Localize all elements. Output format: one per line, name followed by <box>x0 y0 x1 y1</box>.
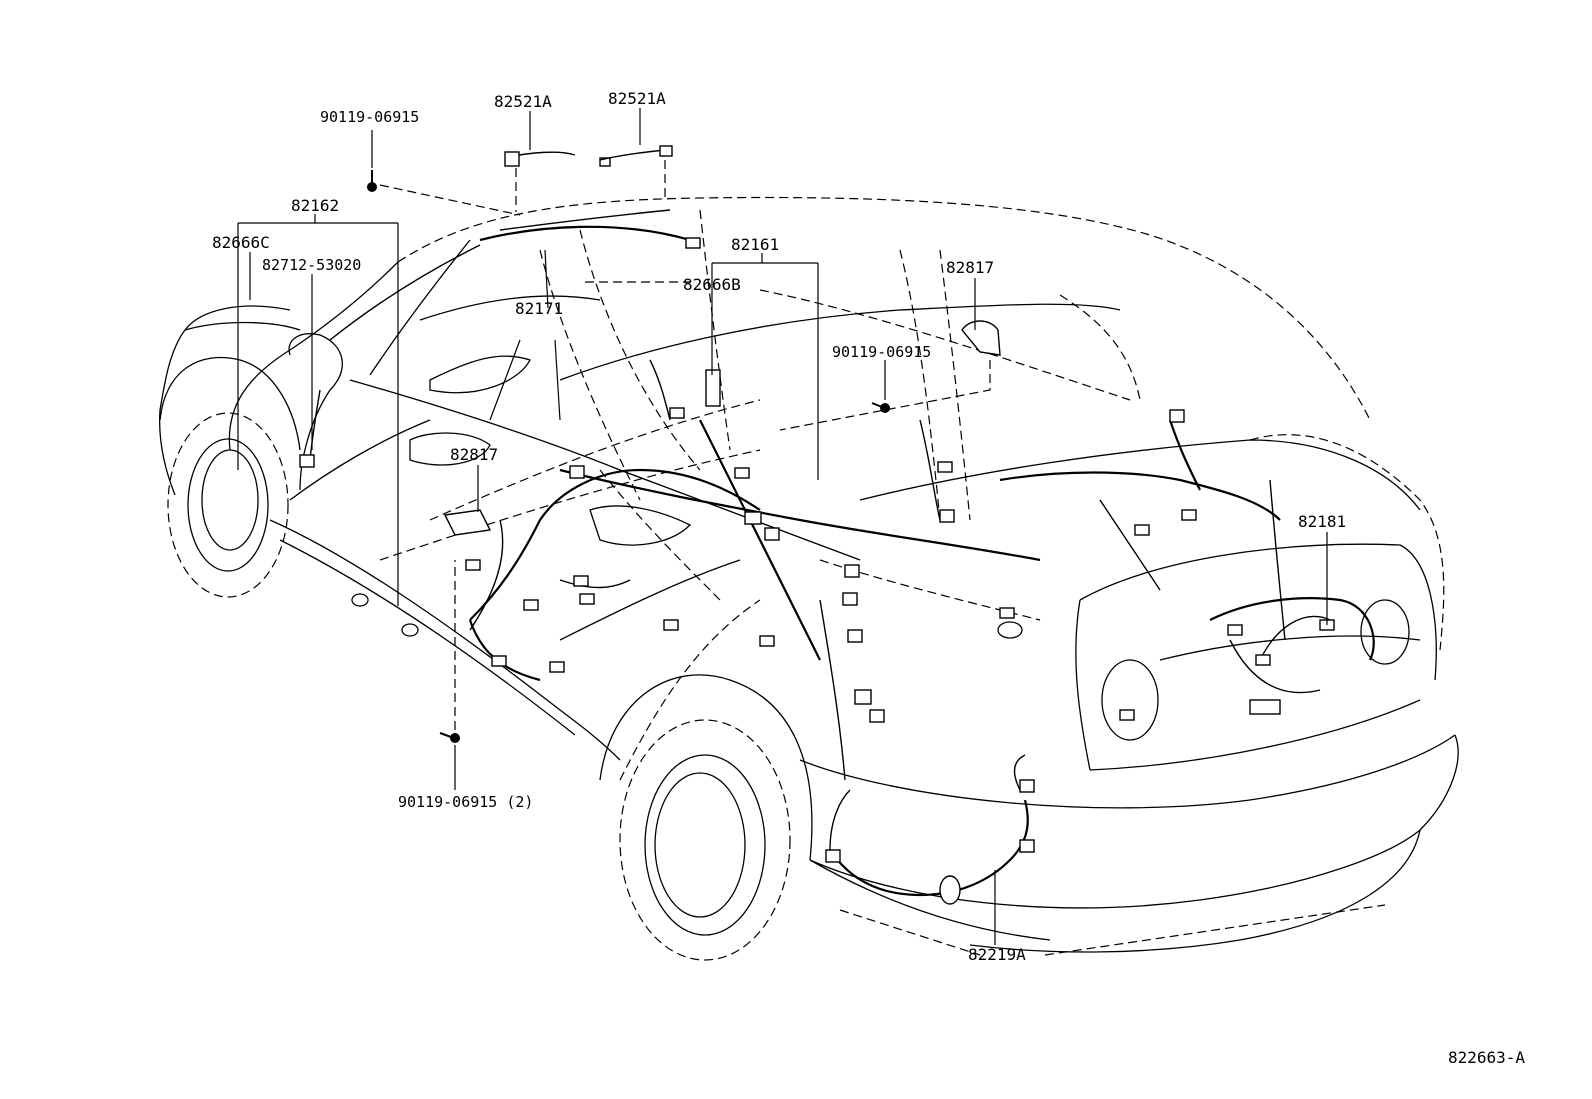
connectors <box>299 145 1335 905</box>
car-body-outline <box>159 196 1459 961</box>
label-82817-rear: 82817 <box>946 258 994 277</box>
leader-lines <box>237 108 1386 956</box>
label-82181: 82181 <box>1298 512 1346 531</box>
label-82521a-left: 82521A <box>494 92 552 111</box>
label-82161: 82161 <box>731 235 779 254</box>
label-82162: 82162 <box>291 196 339 215</box>
label-82712-53020: 82712-53020 <box>262 256 361 274</box>
label-82666b: 82666B <box>683 275 741 294</box>
label-bolt-roof: 90119-06915 <box>320 108 419 126</box>
bolt-icon-roof <box>367 170 377 192</box>
label-82219a: 82219A <box>968 945 1026 964</box>
label-bolt-center: 90119-06915 <box>832 343 931 361</box>
bolt-icon-bottom <box>439 732 460 743</box>
label-bolt-bottom: 90119-06915 (2) <box>398 793 533 811</box>
part-labels: 90119-06915 82521A 82521A 82162 82666C 8… <box>212 89 1525 1067</box>
label-82666c: 82666C <box>212 233 270 252</box>
label-82171: 82171 <box>515 299 563 318</box>
diagram-code: 822663-A <box>1448 1048 1525 1067</box>
label-82817-front: 82817 <box>450 445 498 464</box>
bolt-icon-center <box>871 402 890 413</box>
harness-wires <box>309 209 1375 897</box>
label-82521a-right: 82521A <box>608 89 666 108</box>
